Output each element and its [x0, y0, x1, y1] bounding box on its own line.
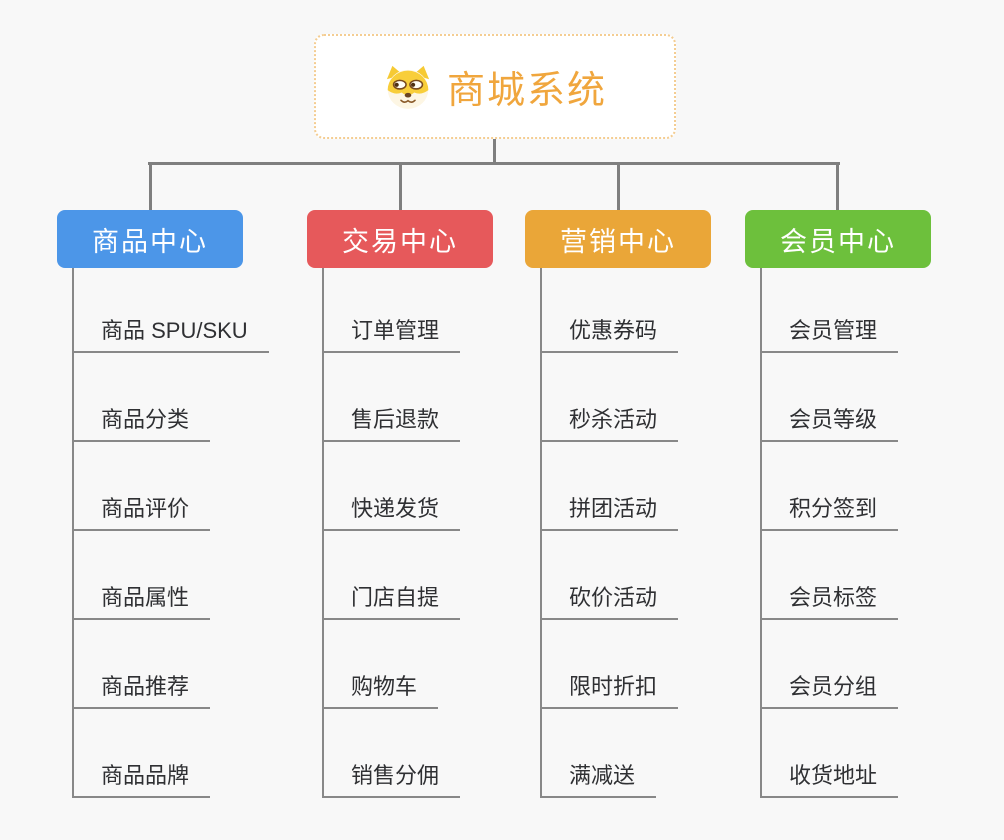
leaf-label: 优惠券码: [542, 313, 679, 353]
branch-label: 交易中心: [342, 226, 458, 257]
dog-face-icon: [386, 65, 430, 109]
leaf-node[interactable]: 购物车: [324, 620, 460, 709]
leaf-label: 商品分类: [74, 402, 211, 442]
leaf-node[interactable]: 订单管理: [324, 264, 461, 353]
branch-items: 商品 SPU/SKU 商品分类商品评价商品属性商品推荐商品品牌: [72, 264, 269, 798]
leaf-label: 满减送: [542, 758, 657, 798]
connector-horizontal-rail: [148, 162, 840, 165]
branch-node[interactable]: 会员中心: [745, 210, 931, 268]
leaf-node[interactable]: 满减送: [542, 709, 678, 798]
branch-items: 会员管理会员等级积分签到会员标签会员分组收货地址: [760, 264, 899, 798]
leaf-node[interactable]: 会员分组: [762, 620, 899, 709]
connector-branch-drop: [399, 162, 402, 210]
connector-branch-drop: [617, 162, 620, 210]
leaf-node[interactable]: 收货地址: [762, 709, 899, 798]
leaf-node[interactable]: 商品品牌: [74, 709, 269, 798]
branch-node[interactable]: 交易中心: [307, 210, 493, 268]
leaf-label: 销售分佣: [324, 758, 461, 798]
leaf-label: 会员等级: [762, 402, 899, 442]
leaf-node[interactable]: 商品评价: [74, 442, 269, 531]
leaf-node[interactable]: 会员管理: [762, 264, 899, 353]
leaf-label: 会员标签: [762, 580, 899, 620]
connector-branch-drop: [148, 162, 152, 210]
leaf-label: 商品评价: [74, 491, 211, 531]
leaf-node[interactable]: 商品分类: [74, 353, 269, 442]
leaf-label: 售后退款: [324, 402, 461, 442]
root-title: 商城系统: [446, 70, 607, 112]
connector-branch-drop: [836, 162, 839, 210]
branch-node[interactable]: 商品中心: [57, 210, 243, 268]
leaf-node[interactable]: 门店自提: [324, 531, 461, 620]
leaf-node[interactable]: 商品推荐: [74, 620, 269, 709]
leaf-label: 砍价活动: [542, 580, 679, 620]
leaf-label: 会员分组: [762, 669, 899, 709]
leaf-label: 会员管理: [762, 313, 899, 353]
leaf-node[interactable]: 会员标签: [762, 531, 899, 620]
branch-items: 优惠券码秒杀活动拼团活动砍价活动限时折扣满减送: [540, 264, 679, 798]
leaf-label: 订单管理: [324, 313, 461, 353]
branch-label: 营销中心: [560, 226, 676, 257]
leaf-node[interactable]: 秒杀活动: [542, 353, 679, 442]
leaf-node[interactable]: 积分签到: [762, 442, 899, 531]
leaf-label: 门店自提: [324, 580, 461, 620]
leaf-label: 快递发货: [324, 491, 461, 531]
leaf-node[interactable]: 售后退款: [324, 353, 461, 442]
connector-root-stub: [493, 139, 496, 163]
root-node[interactable]: 商城系统: [314, 34, 676, 139]
branch-label: 商品中心: [92, 226, 208, 257]
leaf-node[interactable]: 商品 SPU/SKU: [74, 264, 269, 353]
leaf-label: 限时折扣: [542, 669, 679, 709]
leaf-node[interactable]: 砍价活动: [542, 531, 679, 620]
leaf-label: 商品品牌: [74, 758, 211, 798]
branch-node[interactable]: 营销中心: [525, 210, 711, 268]
branch-items: 订单管理售后退款快递发货门店自提购物车销售分佣: [322, 264, 461, 798]
leaf-node[interactable]: 销售分佣: [324, 709, 461, 798]
leaf-label: 积分签到: [762, 491, 899, 531]
leaf-label: 秒杀活动: [542, 402, 679, 442]
leaf-label: 拼团活动: [542, 491, 679, 531]
leaf-node[interactable]: 快递发货: [324, 442, 461, 531]
leaf-label: 商品属性: [74, 580, 211, 620]
leaf-node[interactable]: 优惠券码: [542, 264, 679, 353]
branch-label: 会员中心: [780, 226, 896, 257]
leaf-node[interactable]: 商品属性: [74, 531, 269, 620]
leaf-node[interactable]: 限时折扣: [542, 620, 679, 709]
leaf-label: 收货地址: [762, 758, 899, 798]
leaf-label: 商品推荐: [74, 669, 211, 709]
leaf-node[interactable]: 拼团活动: [542, 442, 679, 531]
leaf-label: 购物车: [324, 669, 439, 709]
leaf-label: 商品 SPU/SKU: [74, 313, 269, 353]
leaf-node[interactable]: 会员等级: [762, 353, 899, 442]
